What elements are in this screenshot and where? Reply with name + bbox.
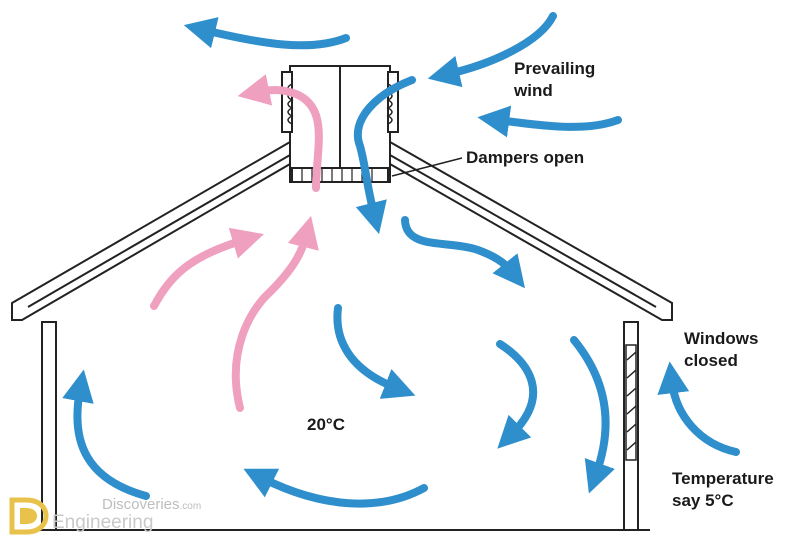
inflow-arrow: [353, 76, 416, 235]
outside-temperature-label: Temperature say 5°C: [672, 469, 774, 510]
outside-wind-arrow: [477, 105, 622, 138]
interior-flow-arrow: [62, 369, 150, 500]
interior-flow-arrow: [243, 468, 428, 508]
dampers-open-label: Dampers open: [466, 148, 585, 167]
window-flow-arrow: [657, 361, 740, 456]
watermark-line1: Discoveries.com: [102, 496, 202, 513]
dampers-pointer: [391, 157, 463, 177]
roof-ventilator: [281, 65, 399, 183]
rising-air-arrow: [150, 227, 264, 310]
inside-temperature-label: 20°C: [307, 415, 345, 434]
windows-closed-label: Windows closed: [684, 329, 759, 370]
watermark-logo-icon: [9, 497, 49, 535]
watermark-line2: Engineering: [52, 512, 154, 533]
cool-air-arrows: [62, 12, 740, 508]
interior-flow-arrow: [570, 336, 615, 494]
prevailing-wind-label: Prevailing wind: [514, 59, 596, 100]
interior-flow-arrow: [496, 340, 538, 449]
outside-wind-arrow: [427, 12, 557, 88]
interior-flow-arrow: [333, 304, 416, 399]
outside-wind-arrow: [183, 17, 350, 50]
interior-flow-arrow: [401, 216, 525, 289]
watermark: Discoveries.com Engineering: [6, 494, 216, 538]
exhaust-arrow: [237, 74, 323, 192]
window-closed: [625, 344, 637, 461]
rising-air-arrow: [231, 215, 319, 412]
house-structure: [11, 140, 673, 531]
warm-air-arrows: [150, 74, 323, 412]
